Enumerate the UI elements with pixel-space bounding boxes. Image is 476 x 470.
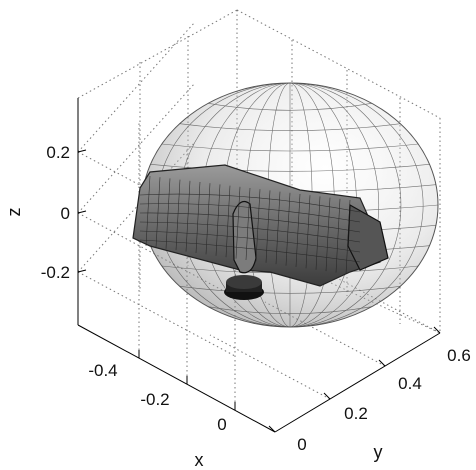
y-tick-label: 0 bbox=[297, 435, 306, 454]
x-axis-label: x bbox=[195, 450, 204, 470]
z-tick-label: -0.2 bbox=[41, 263, 70, 282]
y-tick-label: 0.2 bbox=[344, 404, 368, 423]
x-tick-label: -0.2 bbox=[140, 390, 169, 409]
axis-lines bbox=[77, 98, 441, 433]
y-tick-label: 0.4 bbox=[398, 374, 422, 393]
y-tick-label: 0.6 bbox=[447, 346, 471, 365]
z-tick-label: 0.2 bbox=[46, 143, 70, 162]
z-tick-label: 0 bbox=[61, 204, 70, 223]
z-axis-label: z bbox=[4, 208, 24, 217]
tool-body bbox=[132, 164, 389, 300]
y-axis-label: y bbox=[374, 442, 383, 462]
x-tick-label: 0 bbox=[217, 415, 226, 434]
tick-marks bbox=[77, 149, 441, 433]
x-tick-label: -0.4 bbox=[88, 361, 117, 380]
